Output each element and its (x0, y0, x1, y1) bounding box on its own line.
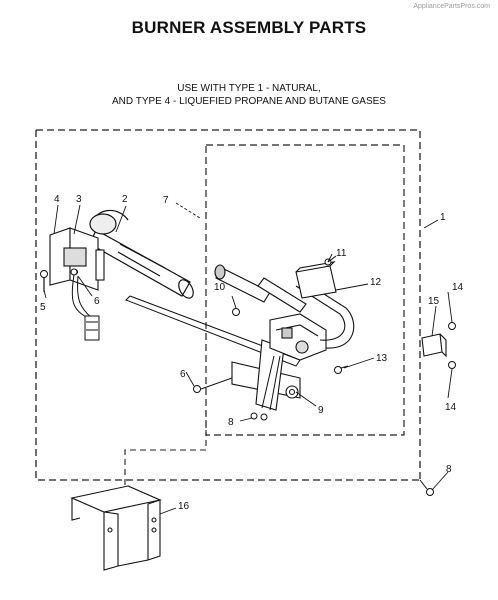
callout-4: 4 (54, 194, 60, 205)
coil-box (295, 261, 337, 299)
screw-11 (324, 255, 337, 266)
bracket-leader (124, 410, 207, 485)
watermark: AppliancePartsPros.com (413, 3, 490, 10)
screw-14-bottom (448, 361, 456, 369)
callout-8-outer: 8 (446, 464, 452, 475)
page-title: BURNER ASSEMBLY PARTS (131, 18, 367, 37)
mounting-bracket-16 (70, 485, 162, 571)
valve-leads (261, 355, 281, 411)
burner-tube (89, 209, 194, 299)
screw-6-igniter (70, 268, 78, 276)
callout-3: 3 (76, 194, 82, 205)
screw-5 (40, 270, 48, 292)
callout-13: 13 (376, 353, 388, 364)
gas-inlet-tube (295, 279, 355, 349)
screw-6-bottom (193, 377, 233, 393)
valve-boundary (205, 144, 405, 436)
callout-7: 7 (163, 195, 169, 206)
callout-5: 5 (40, 302, 46, 313)
cylinder-part (214, 264, 271, 303)
callout-16: 16 (178, 501, 190, 512)
assembly-boundary (35, 129, 421, 481)
screw-10 (232, 308, 240, 316)
callout-1: 1 (440, 212, 446, 223)
igniter-assembly (49, 227, 105, 291)
gas-valve (269, 313, 327, 361)
callout-9: 9 (318, 405, 324, 416)
callout-14-bottom: 14 (445, 402, 457, 413)
screw-8-inner (250, 412, 268, 421)
subtitle-line-2: AND TYPE 4 - LIQUEFIED PROPANE AND BUTAN… (112, 96, 386, 107)
subtitle-line-1: USE WITH TYPE 1 - NATURAL, (177, 83, 321, 94)
callout-6-igniter: 6 (94, 296, 100, 307)
screw-13 (334, 365, 349, 374)
screw-14-top (448, 322, 456, 330)
callout-8-inner: 8 (228, 417, 234, 428)
callout-14-top: 14 (452, 282, 464, 293)
callout-6-bottom: 6 (180, 369, 186, 380)
callout-12: 12 (370, 277, 382, 288)
igniter-wires (71, 274, 100, 341)
leader-lines (43, 202, 453, 515)
callout-2: 2 (122, 194, 128, 205)
screw-8-outer (419, 479, 434, 496)
inlet-tube-pipe (257, 277, 307, 313)
clip-15 (421, 333, 447, 358)
callout-10: 10 (214, 282, 226, 293)
page-subtitle: USE WITH TYPE 1 - NATURAL, AND TYPE 4 - … (0, 82, 498, 108)
callout-15: 15 (428, 296, 440, 307)
callout-11: 11 (336, 248, 347, 259)
